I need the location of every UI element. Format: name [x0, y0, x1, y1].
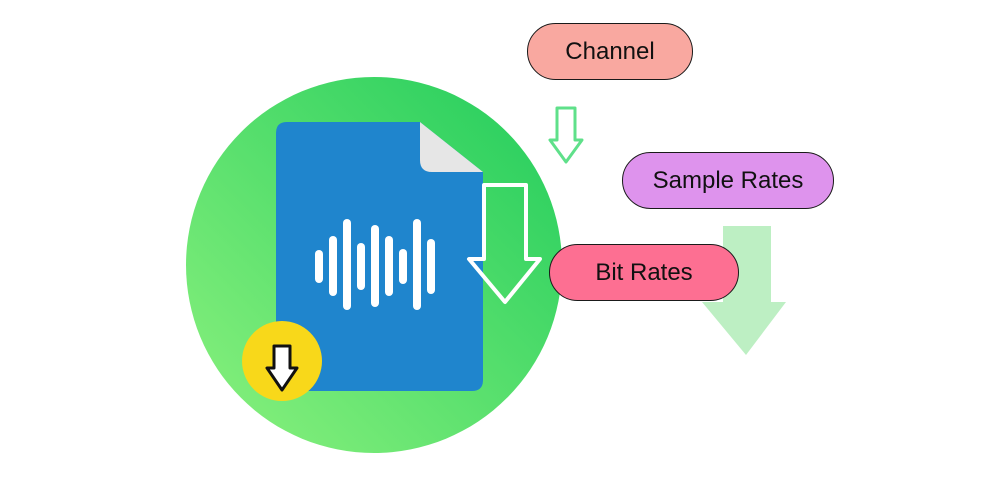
sound-wave-icon	[315, 219, 435, 310]
bit-rates-label: Bit Rates	[549, 244, 739, 301]
white-outline-down-arrow	[467, 183, 542, 304]
channel-label: Channel	[527, 23, 693, 80]
audio-file-icon	[276, 122, 483, 391]
green-outline-down-arrow	[548, 106, 584, 164]
download-badge-icon	[242, 321, 322, 401]
sample-rates-label: Sample Rates	[622, 152, 834, 209]
file-fold-corner	[420, 122, 483, 172]
